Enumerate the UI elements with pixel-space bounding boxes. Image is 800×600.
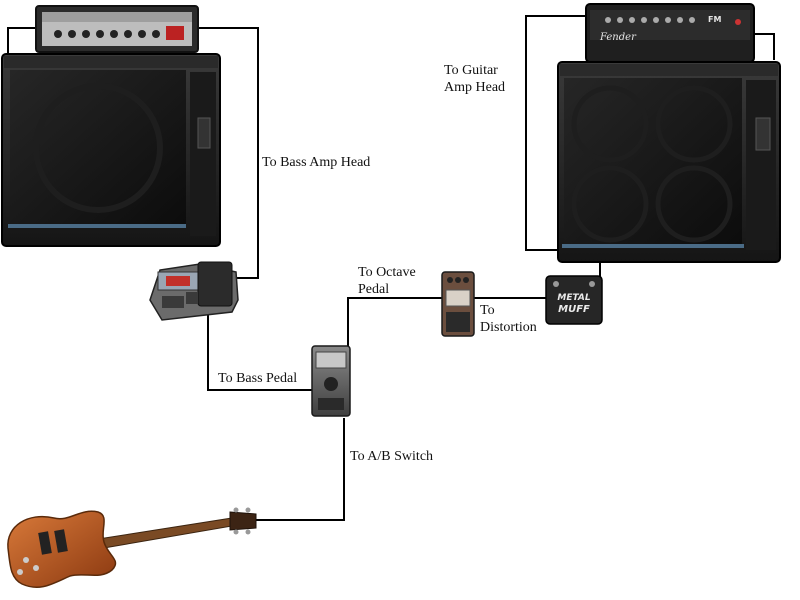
label-to-octave-pedal: To Octave Pedal [358, 264, 416, 298]
label-to-guitar-amp-head: To Guitar Amp Head [444, 62, 505, 96]
guitar-speaker-cabinet [557, 61, 781, 263]
bass-speaker-cabinet [1, 53, 221, 247]
cable-bass-to-ab-switch [250, 418, 345, 521]
cable-bass-head-to-cab-left [7, 27, 36, 60]
guitar-amp-head: Fender FM [585, 3, 755, 63]
bass-guitar [7, 507, 257, 588]
label-to-bass-amp-head: To Bass Amp Head [262, 155, 371, 170]
label-to-bass-pedal: To Bass Pedal [218, 371, 298, 386]
bass-amp-head [35, 5, 199, 53]
label-to-guitar-amp-head-line1: To Guitar [444, 63, 498, 78]
label-to-distortion-line1: To [480, 303, 495, 318]
cable-ab-switch-to-octave-pedal [347, 297, 444, 350]
label-to-ab-switch: To A/B Switch [350, 449, 434, 464]
ab-switch [311, 345, 351, 417]
label-to-guitar-amp-head-line2: Amp Head [444, 80, 506, 95]
guitar-amp-brand-text: Fender [599, 32, 637, 43]
label-to-distortion-line2: Distortion [480, 320, 537, 335]
guitar-amp-model-text: FM [708, 15, 721, 24]
cable-ab-switch-to-bass-pedal [207, 312, 314, 391]
distortion-pedal-text-2: MUFF [558, 304, 590, 315]
cable-bass-pedal-to-bass-amp-head [198, 27, 259, 279]
octave-pedal [441, 271, 475, 337]
label-to-octave-pedal-line2: Pedal [358, 282, 390, 297]
distortion-pedal-text-1: METAL [557, 293, 591, 303]
label-to-octave-pedal-line1: To Octave [358, 265, 416, 280]
label-to-distortion: To Distortion [480, 302, 537, 336]
distortion-pedal: METAL MUFF [545, 275, 603, 325]
cable-guitar-head-to-cab-right [752, 33, 775, 60]
bass-pedal [149, 261, 239, 321]
